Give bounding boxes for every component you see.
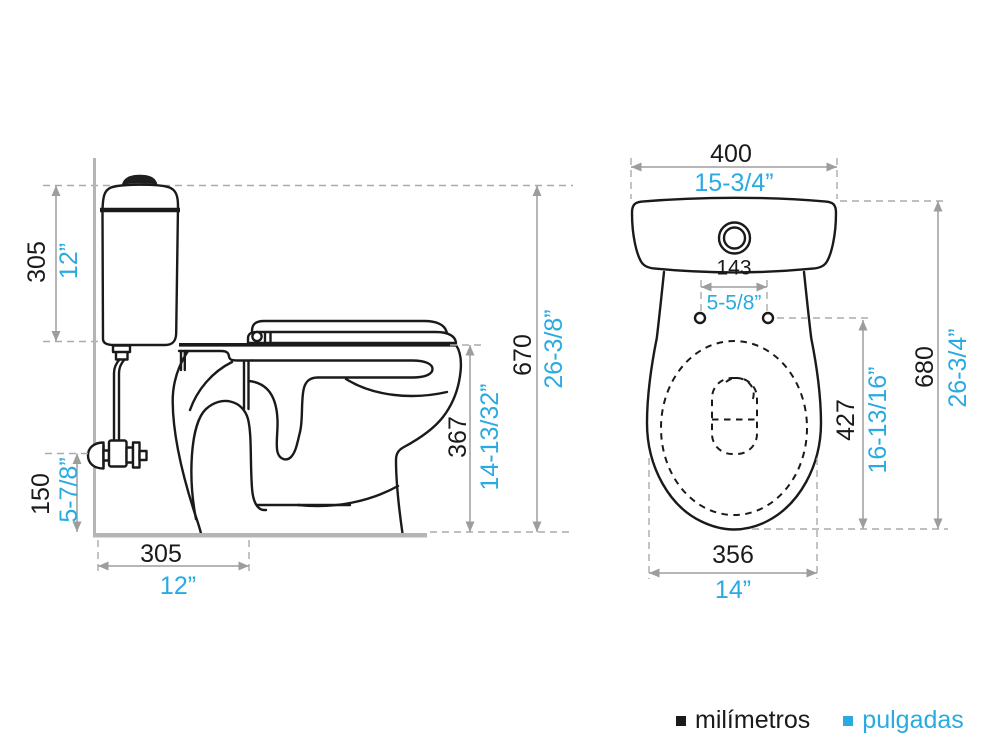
supply-height-in: 5-7/8” bbox=[55, 457, 83, 522]
rough-in-mm: 305 bbox=[140, 540, 182, 568]
units-legend: milímetros pulgadas bbox=[676, 706, 964, 735]
legend-inches: pulgadas bbox=[843, 706, 964, 735]
bowl-length-in: 16-13/16” bbox=[864, 366, 892, 473]
bowl-front-outline bbox=[394, 343, 463, 535]
valve-wall-flange bbox=[86, 441, 105, 470]
flush-button-inner bbox=[722, 226, 747, 250]
millimeters-label: milímetros bbox=[695, 706, 811, 734]
toilet-side-profile bbox=[86, 174, 463, 535]
dim-base-width: 356 14” bbox=[648, 458, 818, 604]
base-width-mm: 356 bbox=[712, 541, 754, 569]
tank-height-mm: 305 bbox=[23, 241, 51, 283]
millimeters-swatch-icon bbox=[676, 715, 686, 726]
total-depth-mm: 680 bbox=[911, 346, 939, 388]
bowl-inner-back-curve bbox=[188, 360, 234, 412]
dim-tank-height: 305 12” bbox=[23, 185, 83, 342]
bowl-length-mm: 427 bbox=[832, 399, 860, 441]
dim-seat-height: 367 14-13/32” bbox=[444, 344, 504, 532]
rim-tongue bbox=[247, 359, 434, 461]
total-depth-in: 26-3/4” bbox=[944, 328, 972, 407]
toilet-top-outline bbox=[630, 196, 838, 531]
top-view: 400 15-3/4” 143 5-5/8” 427 16-13/16” 680… bbox=[630, 140, 972, 604]
tank-inlet-fitting bbox=[111, 344, 132, 361]
bolt-spacing-mm: 143 bbox=[716, 257, 751, 280]
seat-hinge-ticks bbox=[263, 331, 272, 344]
dim-tank-width: 400 15-3/4” bbox=[630, 140, 838, 199]
seat-height-mm: 367 bbox=[444, 416, 472, 458]
rough-in-in: 12” bbox=[160, 572, 196, 600]
total-height-in: 26-3/8” bbox=[540, 309, 568, 388]
dim-supply-height: 150 5-7/8” bbox=[27, 452, 88, 532]
seat-hinge bbox=[251, 330, 263, 343]
drain-outline-dashed bbox=[711, 377, 758, 455]
trapway-base-curve bbox=[296, 484, 400, 508]
legend-millimeters: milímetros bbox=[676, 706, 810, 735]
bowl-rim-dashed bbox=[660, 340, 808, 516]
seat-bolt-hole-left bbox=[693, 311, 707, 325]
bowl-inner-front-curve bbox=[344, 377, 449, 398]
dim-rough-in: 305 12” bbox=[97, 540, 250, 600]
supply-tube bbox=[112, 358, 126, 441]
bolt-spacing-in: 5-5/8” bbox=[707, 292, 762, 315]
supply-height-mm: 150 bbox=[27, 473, 55, 515]
side-view: 305 12” 670 26-3/8” 367 14-13/32” 150 5-… bbox=[23, 158, 573, 600]
seat-ring-side bbox=[246, 330, 458, 345]
valve-body bbox=[107, 439, 128, 468]
flush-channel-ticks-left bbox=[179, 349, 186, 372]
dim-total-height: 670 26-3/8” bbox=[509, 185, 568, 532]
dim-bowl-length: 427 16-13/16” bbox=[777, 317, 892, 529]
bowl-back-outline bbox=[171, 349, 203, 535]
valve-handle-stub bbox=[138, 449, 148, 462]
seat-height-in: 14-13/32” bbox=[476, 383, 504, 490]
tank-width-in: 15-3/4” bbox=[694, 169, 773, 197]
flush-channel-ticks-mid bbox=[242, 359, 250, 411]
total-height-mm: 670 bbox=[509, 334, 537, 376]
drain-top-dashed bbox=[725, 377, 755, 402]
base-width-in: 14” bbox=[715, 576, 751, 604]
inches-label: pulgadas bbox=[862, 706, 964, 734]
inches-swatch-icon bbox=[843, 715, 854, 726]
seat-bolt-hole-right bbox=[761, 311, 775, 325]
trapway-mound bbox=[190, 399, 268, 521]
seat-top-view bbox=[645, 270, 823, 531]
tank-height-in: 12” bbox=[55, 243, 83, 279]
tank-button-side bbox=[122, 174, 158, 185]
dim-bolt-spacing: 143 5-5/8” bbox=[700, 257, 768, 315]
dim-total-depth: 680 26-3/4” bbox=[752, 200, 972, 530]
water-supply-assembly bbox=[86, 344, 148, 470]
rim-step-line bbox=[177, 349, 254, 362]
tank-width-mm: 400 bbox=[710, 140, 752, 168]
